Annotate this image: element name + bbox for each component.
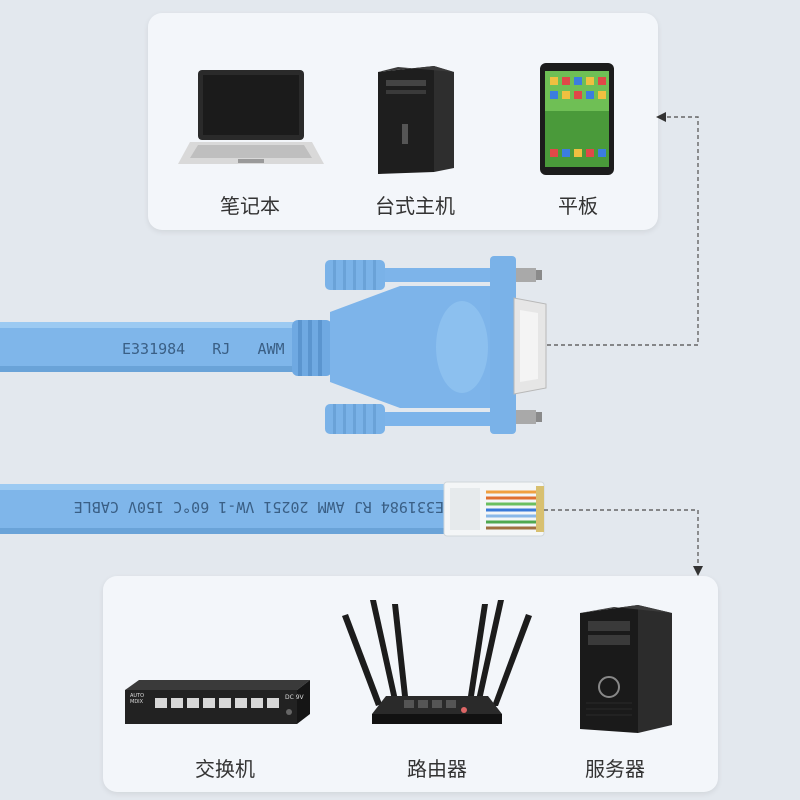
switch-dc-label: DC 9V (285, 694, 304, 701)
rj45-cable-print: E331984 RJ AWM 20251 VW-1 60°C 150V CABL… (73, 498, 444, 516)
dashed-connector-top (540, 112, 699, 346)
top-device-label-laptop: 笔记本 (220, 194, 280, 218)
network-switch-icon (125, 680, 310, 724)
wifi-router-icon (342, 600, 532, 724)
bottom-device-label-router: 路由器 (407, 757, 467, 781)
server-tower-icon (580, 605, 672, 733)
top-device-label-tablet: 平板 (558, 194, 598, 218)
desktop-tower-icon (378, 66, 454, 174)
db9-console-cable (0, 256, 547, 434)
top-device-label-desktop: 台式主机 (375, 194, 455, 218)
tablet-icon (540, 63, 614, 175)
bottom-device-label-server: 服务器 (585, 757, 645, 781)
bottom-device-label-switch: 交换机 (195, 757, 255, 781)
rj45-console-cable (0, 481, 545, 537)
dashed-connector-bottom (544, 509, 703, 576)
laptop-icon (178, 70, 324, 164)
switch-brand: AUTO MDIX (130, 693, 145, 705)
db9-cable-print: E331984 RJ AWM (122, 340, 285, 358)
